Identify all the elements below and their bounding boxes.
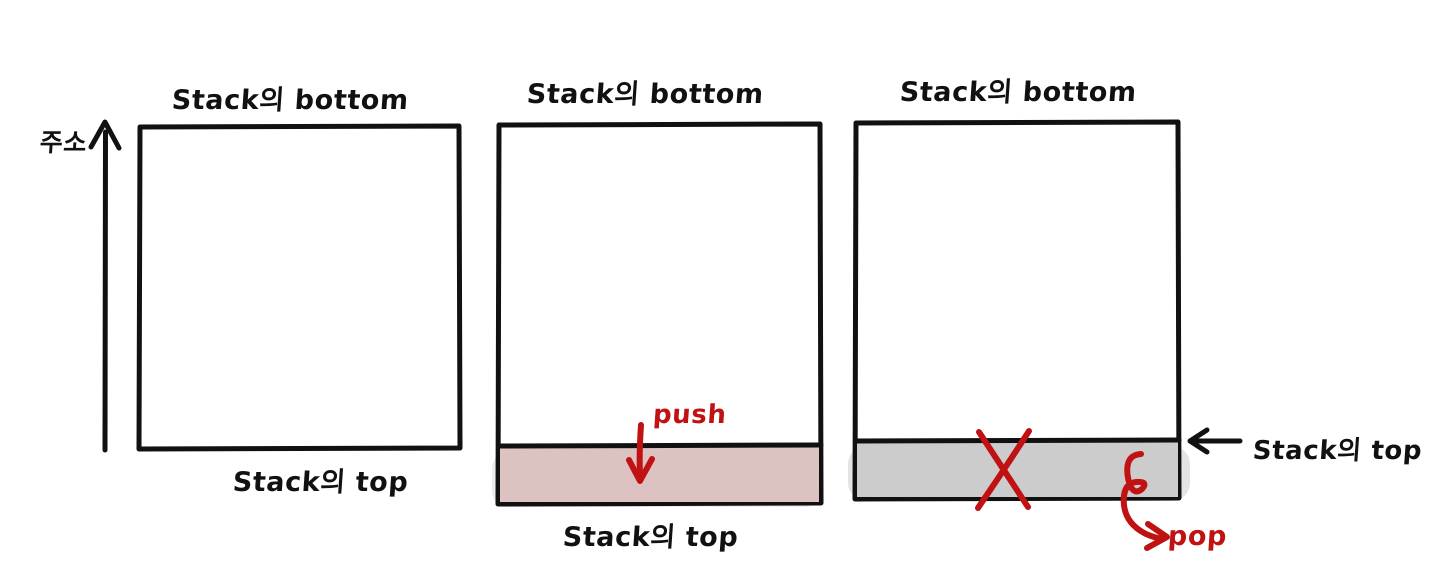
stack-top-divider-3: [853, 437, 1182, 444]
stack-bottom-title-1: Stack의 bottom: [170, 85, 410, 116]
panel-push-stack: [492, 121, 824, 507]
push-annotation-label: push: [651, 400, 728, 430]
stack-box-3: [852, 119, 1182, 502]
stack-bottom-title-3: Stack의 bottom: [898, 77, 1138, 108]
address-axis-arrow: [88, 119, 122, 453]
pop-annotation-label: pop: [1166, 521, 1229, 552]
pop-curved-arrow-icon: [1120, 451, 1170, 551]
stack-top-pointer-arrow-icon: [1187, 427, 1243, 455]
pushed-element-block: [500, 447, 819, 502]
stack-box-2: [495, 121, 824, 507]
stack-box-1: [136, 123, 463, 452]
panel-pop-stack: [848, 119, 1243, 551]
stack-bottom-title-2: Stack의 bottom: [525, 79, 765, 110]
stack-top-caption-2: Stack의 top: [561, 522, 740, 553]
address-axis-label: 주소: [38, 128, 89, 157]
stack-top-caption-1: Stack의 top: [231, 467, 410, 498]
stack-top-divider-2: [496, 442, 824, 449]
stack-top-side-label: Stack의 top: [1251, 436, 1424, 466]
x-cross-icon: [975, 428, 1032, 511]
panel-empty-stack: [136, 123, 463, 452]
push-arrow-icon: [626, 422, 655, 484]
